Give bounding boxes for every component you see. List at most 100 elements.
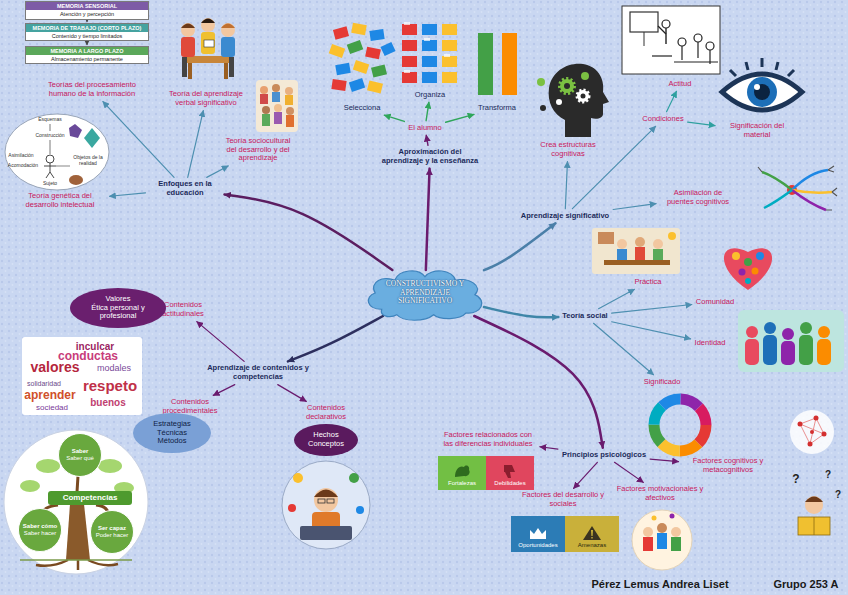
organize-folders-illustration-part-part [442, 24, 457, 35]
branch-title: Principios psicológicos [560, 450, 648, 461]
kids-reading-illustration [181, 18, 235, 79]
connector [667, 91, 677, 111]
student-computer-illustration-part [318, 499, 325, 503]
select-cards-illustration [329, 23, 396, 94]
student-computer-illustration-part [327, 499, 334, 503]
meaning-ring-illustration-part [654, 399, 706, 451]
reader-illustration-part [798, 517, 830, 535]
node-text: Saber cómo [23, 523, 57, 530]
organize-folders-illustration-part-part [424, 38, 430, 41]
mindmap-icon-illustration-part [764, 190, 792, 208]
topic-label: Factores motivacionales y afectivos [613, 484, 708, 503]
identity-illustration-part [746, 326, 758, 338]
word-cloud-background [22, 337, 142, 415]
network-illustration-part [790, 410, 834, 454]
organize-folders-illustration-part [422, 24, 437, 83]
genetic-theory-illustration-part [50, 172, 54, 178]
select-cards-illustration-part [335, 63, 351, 75]
head-gears-illustration-part [560, 79, 574, 93]
classroom-illustration-part [665, 28, 666, 44]
topic-label: Identidad [693, 338, 728, 349]
node-text: Teoría genética del desarrollo intelectu… [15, 192, 106, 209]
memory-band: MEMORIA SENSORIALAtención y percepción [25, 1, 149, 20]
topic-label: Condiciones [640, 114, 685, 125]
classroom-illustration-part [652, 34, 718, 64]
network-illustration-part-part [814, 416, 819, 421]
node-text: Teorías del procesamiento humano de la i… [47, 81, 138, 98]
topic-label: Significación del material [717, 121, 797, 140]
connector [615, 462, 644, 482]
kids-reading-illustration-part [201, 18, 215, 32]
sociocultural-crowd-illustration-part [285, 87, 293, 95]
classroom-illustration-part-part [674, 61, 718, 62]
network-illustration-part-part [808, 442, 813, 447]
topic-label: Teoría del aprendizaje verbal significat… [164, 89, 249, 108]
classroom-illustration-part-part [694, 34, 702, 42]
eye-illustration-part [747, 77, 777, 107]
student-computer-illustration-part [293, 473, 303, 483]
diagram-caption: Objetos de la realidad [71, 155, 105, 166]
classroom-illustration-part-part [706, 42, 714, 50]
identity-illustration-part [763, 335, 777, 365]
organize-folders-illustration-part-part [422, 72, 437, 83]
node-text: Hechos [313, 431, 338, 440]
network-illustration-part-part [798, 422, 803, 427]
student-computer-illustration-part [314, 490, 338, 498]
classroom-illustration-part-part [678, 38, 686, 46]
genetic-theory-illustration-part [44, 166, 56, 167]
sociocultural-crowd-illustration-part [286, 107, 294, 115]
select-cards-illustration-part [331, 79, 346, 91]
genetic-theory-illustration-part [46, 172, 50, 178]
sociocultural-crowd-illustration-part [272, 92, 280, 102]
eye-illustration-part [754, 84, 770, 100]
classroom-illustration-part [622, 6, 720, 74]
memory-band: MEMORIA A LARGO PLAZOAlmacenamiento perm… [25, 46, 149, 65]
genetic-theory-illustration-part [5, 114, 109, 190]
connector [688, 122, 715, 125]
node-text: Significado [644, 378, 681, 387]
topic-label: Teorías del procesamiento humano de la i… [45, 80, 140, 99]
reader-illustration [798, 496, 830, 535]
node-text: Conceptos [308, 440, 344, 449]
node-text: Enfoques en la educación [150, 180, 221, 197]
node-text: Selecciona [344, 104, 381, 113]
kids-reading-illustration-part [181, 24, 195, 29]
competencies-tree-illustration-part [36, 560, 118, 570]
word-cloud-word: solidaridad [27, 380, 61, 388]
node-text: Teoría social [562, 312, 607, 321]
cloud-outline [368, 271, 481, 320]
mindmap-icon-illustration-part [762, 172, 792, 190]
head-gears-illustration-part [556, 99, 562, 105]
select-cards-illustration-part [333, 26, 349, 39]
node-text: Técnicas [157, 429, 187, 438]
node-text: Saber qué [66, 455, 94, 462]
node-text: Competencias [54, 493, 126, 502]
organize-folders-illustration-part-part [402, 56, 417, 67]
mindmap-icon-illustration-part [792, 190, 826, 210]
sociocultural-crowd-illustration-part [274, 112, 282, 124]
connector [87, 21, 88, 22]
topic-label: Significado [642, 377, 683, 388]
node-text: Identidad [695, 339, 726, 348]
select-cards-illustration-part [371, 64, 387, 77]
network-illustration-part-part [810, 418, 816, 444]
connector [197, 322, 244, 362]
network-illustration-part [798, 416, 827, 447]
node-text: Amenazas [578, 542, 606, 549]
sociocultural-crowd-illustration-part [272, 84, 280, 92]
connector [474, 316, 603, 448]
action-label: Transforma [476, 103, 518, 114]
competencies-tree-illustration-part [20, 559, 132, 561]
connector [574, 462, 598, 488]
kids-reading-illustration-part [224, 63, 228, 79]
sociocultural-crowd-illustration [256, 80, 298, 132]
node-text: Almacenamiento permanente [26, 55, 148, 63]
network-illustration-part [800, 418, 824, 444]
node-text: CONSTRUCTIVISMO Y APRENDIZAJE SIGNIFICAT… [378, 280, 472, 306]
branch-title: Aprendizaje de contenidos y competencias [203, 363, 313, 382]
sociocultural-crowd-illustration-part [262, 114, 270, 126]
genetic-theory-illustration-part [84, 128, 100, 148]
transform-bars-illustration [478, 33, 517, 95]
node-text: Poder hacer [96, 532, 129, 539]
